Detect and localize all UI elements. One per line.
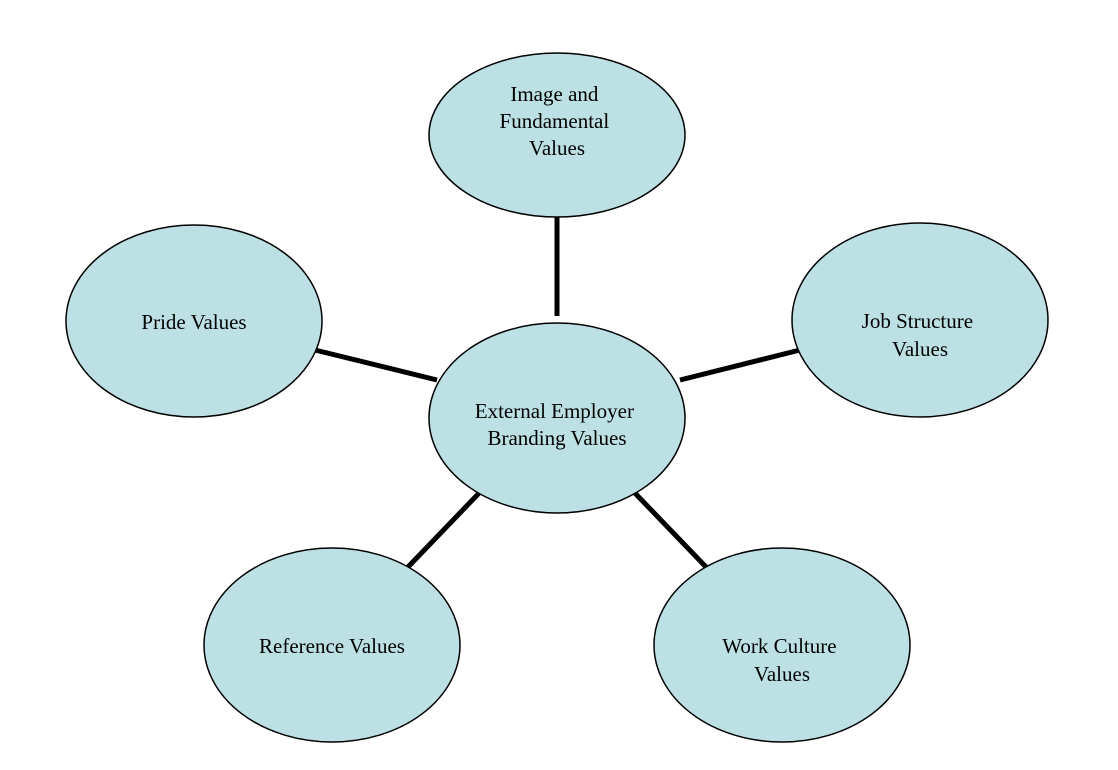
svg-text:Pride Values: Pride Values [141, 310, 246, 334]
node-image-fundamental-values: Image and Fundamental Values [428, 52, 686, 218]
svg-text:External Employer Bran: External Employer Branding Values [475, 399, 639, 450]
node-bottom-right-line-1: Work Culture [722, 634, 836, 658]
node-top-line-2: Fundamental [500, 109, 610, 133]
node-job-structure-values: Job Structure Values [791, 222, 1049, 418]
node-external-employer-branding-values: External Employer Branding Values [428, 322, 686, 514]
connector-right [679, 347, 801, 383]
svg-text:Image and Fundamental: Image and Fundamental Values [500, 82, 615, 160]
node-right-line-2: Values [892, 337, 948, 361]
node-center-line-2: Branding Values [487, 426, 626, 450]
svg-text:Work Culture Values: Work Culture Values [722, 634, 842, 686]
node-reference-values: Reference Values [203, 547, 461, 743]
connector-bottom-left [406, 488, 484, 569]
node-center-line-1: External Employer [475, 399, 634, 423]
node-bottom-left-line-1: Reference Values [259, 634, 405, 658]
svg-text:Job Structure Values: Job Structure Values [862, 309, 979, 361]
connector-left [314, 347, 438, 383]
connector-bottom-right [630, 488, 708, 569]
node-right-line-1: Job Structure [862, 309, 973, 333]
node-pride-values: Pride Values [65, 224, 323, 418]
node-bottom-right-line-2: Values [754, 662, 810, 686]
node-left-line-1: Pride Values [141, 310, 246, 334]
node-top-line-3: Values [529, 136, 585, 160]
node-work-culture-values: Work Culture Values [653, 547, 911, 743]
svg-text:Reference Values: Reference Values [259, 634, 405, 658]
node-top-line-1: Image and [510, 82, 599, 106]
